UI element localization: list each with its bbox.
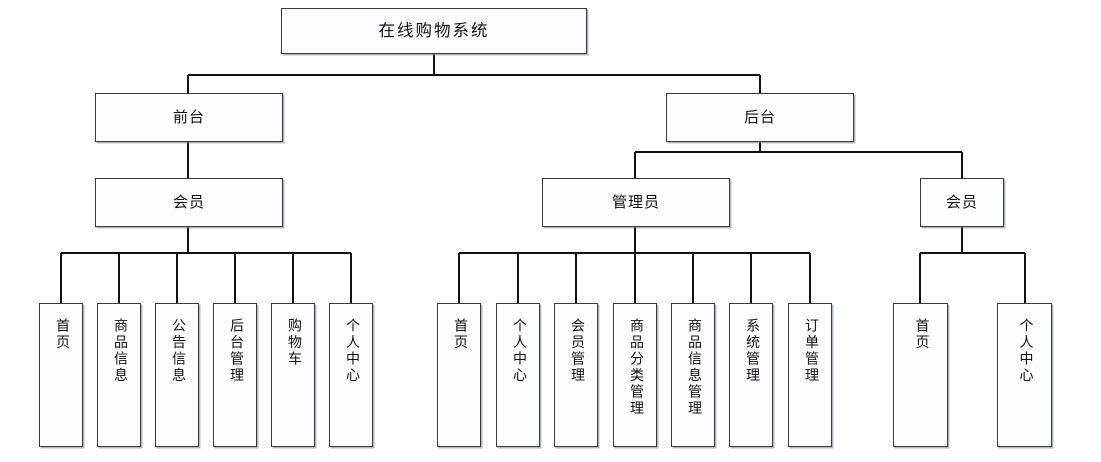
leaf-frontend-backend-management-label: 后台管理	[227, 318, 244, 384]
leaf-admin-system-management-label: 系统管理	[743, 318, 760, 384]
leaf-admin-product-info-management[interactable]: 商品信息管理	[671, 303, 715, 447]
node-frontend-member[interactable]: 会员	[95, 178, 283, 227]
leaf-admin-order-management[interactable]: 订单管理	[788, 303, 832, 447]
leaf-admin-personal-center-label: 个人中心	[510, 318, 527, 384]
leaf-frontend-home[interactable]: 首页	[39, 303, 83, 447]
leaf-backend-member-personal-center-label: 个人中心	[1017, 318, 1034, 384]
leaf-frontend-product-info-label: 商品信息	[111, 318, 128, 384]
leaf-frontend-shopping-cart-label: 购物车	[285, 318, 302, 368]
leaf-frontend-announcement-info[interactable]: 公告信息	[155, 303, 199, 447]
leaf-backend-member-home[interactable]: 首页	[893, 303, 948, 447]
node-frontend[interactable]: 前台	[95, 93, 283, 142]
leaf-frontend-personal-center[interactable]: 个人中心	[329, 303, 373, 447]
node-backend[interactable]: 后台	[666, 93, 854, 142]
leaf-frontend-announcement-info-label: 公告信息	[169, 318, 186, 384]
node-backend-label: 后台	[743, 107, 776, 126]
node-backend-admin[interactable]: 管理员	[542, 178, 730, 227]
leaf-admin-system-management[interactable]: 系统管理	[729, 303, 773, 447]
leaf-frontend-home-label: 首页	[53, 318, 70, 351]
leaf-admin-product-info-management-label: 商品信息管理	[685, 318, 702, 417]
node-root[interactable]: 在线购物系统	[281, 8, 587, 54]
leaf-admin-product-category-management[interactable]: 商品分类管理	[613, 303, 657, 447]
node-root-label: 在线购物系统	[378, 20, 490, 40]
node-frontend-member-label: 会员	[172, 192, 205, 211]
leaf-admin-home-label: 首页	[451, 318, 468, 351]
leaf-admin-home[interactable]: 首页	[437, 303, 481, 447]
leaf-frontend-backend-management[interactable]: 后台管理	[213, 303, 257, 447]
leaf-admin-personal-center[interactable]: 个人中心	[496, 303, 540, 447]
node-backend-admin-label: 管理员	[611, 192, 660, 211]
leaf-admin-order-management-label: 订单管理	[802, 318, 819, 384]
node-backend-member[interactable]: 会员	[920, 178, 1004, 227]
leaf-admin-member-management-label: 会员管理	[568, 318, 585, 384]
leaf-backend-member-home-label: 首页	[913, 318, 930, 351]
leaf-frontend-shopping-cart[interactable]: 购物车	[271, 303, 315, 447]
leaf-frontend-product-info[interactable]: 商品信息	[97, 303, 141, 447]
leaf-admin-member-management[interactable]: 会员管理	[554, 303, 598, 447]
leaf-frontend-personal-center-label: 个人中心	[343, 318, 360, 384]
node-frontend-label: 前台	[172, 107, 205, 126]
node-backend-member-label: 会员	[945, 192, 978, 211]
leaf-admin-product-category-management-label: 商品分类管理	[627, 318, 644, 417]
leaf-backend-member-personal-center[interactable]: 个人中心	[997, 303, 1052, 447]
